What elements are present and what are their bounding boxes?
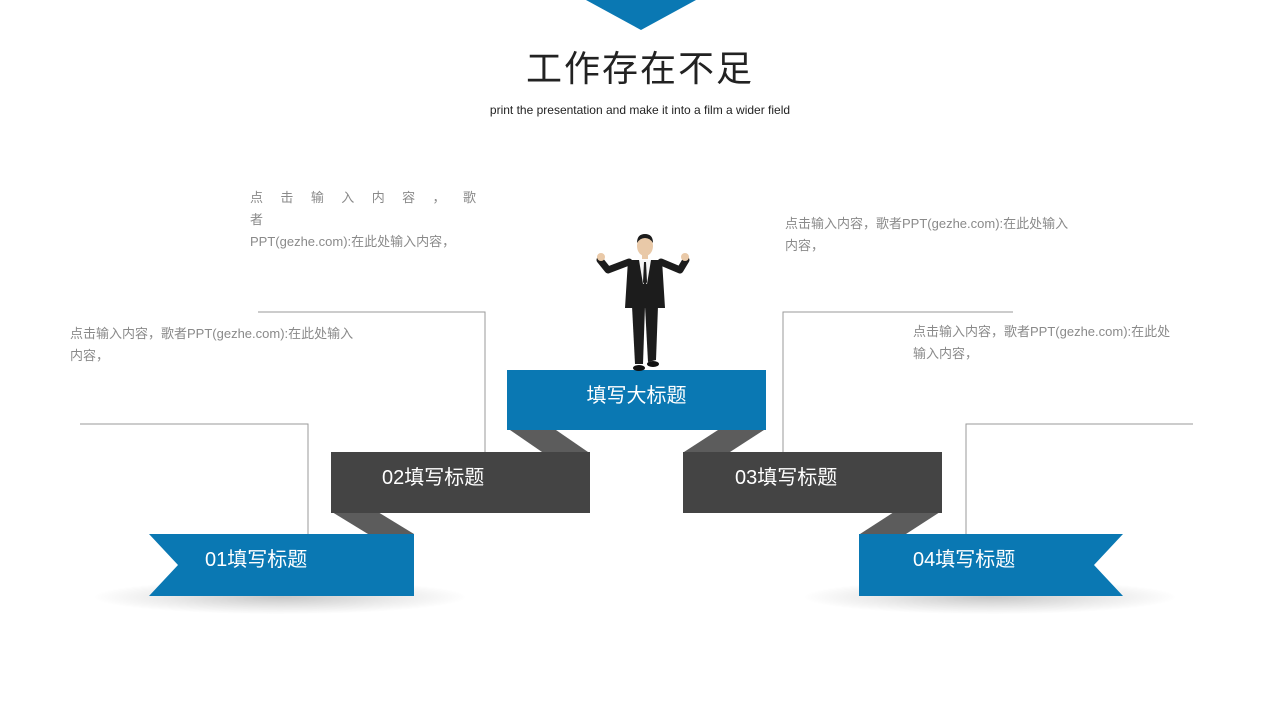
- note-line: 内容，: [785, 238, 825, 253]
- step-03-block: [683, 452, 942, 513]
- note-text-right-lower: 点击输入内容，歌者PPT(gezhe.com):在此处 输入内容，: [913, 321, 1213, 365]
- fold-connector-right-upper: [684, 430, 764, 452]
- step-02-label: 02填写标题: [382, 467, 485, 489]
- main-title-label: 填写大标题: [586, 385, 687, 407]
- fold-connector-left-lower: [332, 512, 414, 534]
- note-line: PPT(gezhe.com):在此处输入内容，: [250, 234, 456, 249]
- note-line: 输入内容，: [913, 346, 979, 361]
- fold-connector-right-lower: [860, 512, 940, 534]
- fold-connector-left-upper: [510, 430, 588, 452]
- note-line: 点击输入内容，歌者PPT(gezhe.com):在此处: [913, 324, 1171, 339]
- main-title-block: [507, 370, 766, 430]
- note-text-left-upper: 点 击 输 入 内 容 ， 歌 者 PPT(gezhe.com):在此处输入内容…: [250, 187, 482, 253]
- page-subtitle: print the presentation and make it into …: [489, 103, 791, 117]
- note-line: 点 击 输 入 内 容 ， 歌 者: [250, 190, 482, 227]
- step-03-label: 03填写标题: [735, 467, 838, 489]
- connector-lines: [80, 311, 1193, 540]
- connector-line-01: [80, 423, 309, 540]
- businessman-figure-icon: [596, 234, 690, 371]
- top-tab-decoration: [586, 0, 696, 30]
- connector-line-03: [782, 311, 1013, 458]
- note-text-left-lower: 点击输入内容，歌者PPT(gezhe.com):在此处输入 内容，: [70, 323, 390, 367]
- note-text-right-upper: 点击输入内容，歌者PPT(gezhe.com):在此处输入 内容，: [785, 213, 1105, 257]
- note-line: 点击输入内容，歌者PPT(gezhe.com):在此处输入: [70, 326, 354, 341]
- step-04-ribbon: [859, 534, 1123, 596]
- step-01-ribbon: [149, 534, 414, 596]
- step-02-block: [331, 452, 590, 513]
- page-title: 工作存在不足: [525, 48, 754, 89]
- note-line: 内容，: [70, 348, 110, 363]
- connector-line-02: [258, 311, 486, 458]
- note-line: 点击输入内容，歌者PPT(gezhe.com):在此处输入: [785, 216, 1069, 231]
- step-04-label: 04填写标题: [913, 549, 1016, 571]
- connector-line-04: [965, 423, 1193, 540]
- step-01-label: 01填写标题: [205, 549, 308, 571]
